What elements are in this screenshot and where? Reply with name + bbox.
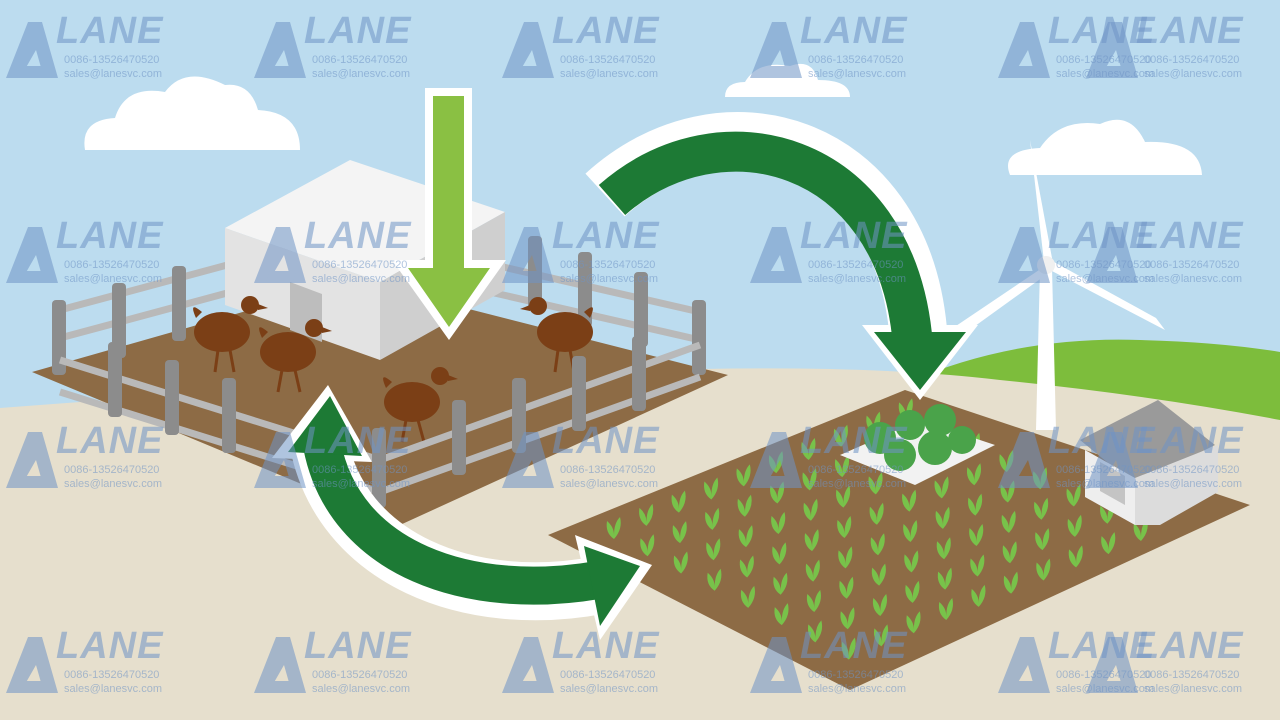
sprout-icon (771, 511, 786, 534)
sprout-icon (840, 607, 855, 630)
sprout-icon (805, 559, 820, 582)
sprout-icon (837, 515, 852, 538)
sprout-icon (870, 533, 885, 556)
sprout-icon (1067, 514, 1082, 537)
sprout-icon (801, 437, 816, 460)
sprout-icon (969, 524, 984, 547)
sprout-icon (872, 594, 888, 617)
sprout-icon (936, 537, 951, 560)
sprout-icon (871, 563, 886, 586)
sprout-icon (1101, 532, 1116, 555)
sprout-icon (736, 464, 751, 487)
sprout-icon (841, 637, 856, 660)
cycle-arrow-icon (272, 385, 652, 640)
sprout-icon (970, 554, 985, 577)
sprout-icon (938, 598, 954, 621)
sprout-icon (740, 585, 755, 608)
sprout-icon (672, 521, 687, 544)
sprout-icon (707, 568, 722, 591)
sprout-icon (802, 468, 817, 491)
sprout-icon (905, 580, 920, 603)
sprout-icon (705, 507, 720, 530)
sprout-icon (774, 603, 789, 626)
sprout-icon (1002, 541, 1017, 564)
sprout-icon (873, 624, 889, 647)
sprout-icon (803, 498, 818, 521)
sprout-icon (806, 589, 821, 612)
chicken-icon (193, 296, 268, 373)
sprout-icon (1034, 497, 1049, 520)
sprout-icon (836, 485, 851, 508)
sprout-icon (1035, 528, 1050, 551)
sprout-icon (903, 520, 918, 543)
sprout-icon (1068, 545, 1083, 568)
sprout-icon (868, 472, 883, 495)
sprout-icon (869, 502, 884, 525)
sprout-icon (804, 529, 819, 552)
compost-bed (840, 404, 995, 485)
sprout-icon (671, 490, 686, 513)
sprout-icon (773, 572, 788, 595)
sprout-icon (640, 534, 655, 557)
sprout-icon (971, 584, 986, 607)
sprout-icon (1003, 571, 1018, 594)
sprout-icon (737, 494, 752, 517)
sprout-icon (838, 546, 853, 569)
sprout-icon (639, 503, 654, 526)
sprout-icon (739, 555, 754, 578)
chicken-icon (520, 297, 593, 373)
cloud-icon (84, 76, 300, 150)
sprout-icon (904, 550, 919, 573)
sprout-icon (772, 542, 787, 565)
sprout-icon (1036, 558, 1051, 581)
sprout-icon (937, 567, 952, 590)
sprout-icon (704, 477, 719, 500)
sprout-icon (968, 493, 983, 516)
sprout-icon (839, 576, 854, 599)
cycle-arrow-icon (585, 112, 978, 400)
sprout-icon (834, 455, 850, 478)
chicken-icon (259, 319, 332, 393)
chicken-icon (383, 367, 458, 443)
sprout-icon (906, 611, 921, 634)
cloud-icon (1008, 119, 1202, 175)
sprout-icon (738, 525, 753, 548)
sprout-icon (1066, 484, 1081, 507)
sprout-icon (1001, 510, 1016, 533)
sprout-icon (706, 538, 721, 561)
sprout-icon (673, 551, 688, 574)
sprout-icon (934, 476, 949, 499)
sprout-icon (902, 489, 917, 512)
sprout-icon (606, 517, 621, 540)
sprout-icon (833, 424, 848, 447)
sprout-icon (966, 463, 982, 486)
sprout-icon (807, 620, 823, 643)
sprout-icon (935, 506, 950, 529)
crop-field-icon (548, 390, 1250, 690)
input-arrow-icon (392, 88, 506, 340)
fence-posts (52, 236, 706, 375)
